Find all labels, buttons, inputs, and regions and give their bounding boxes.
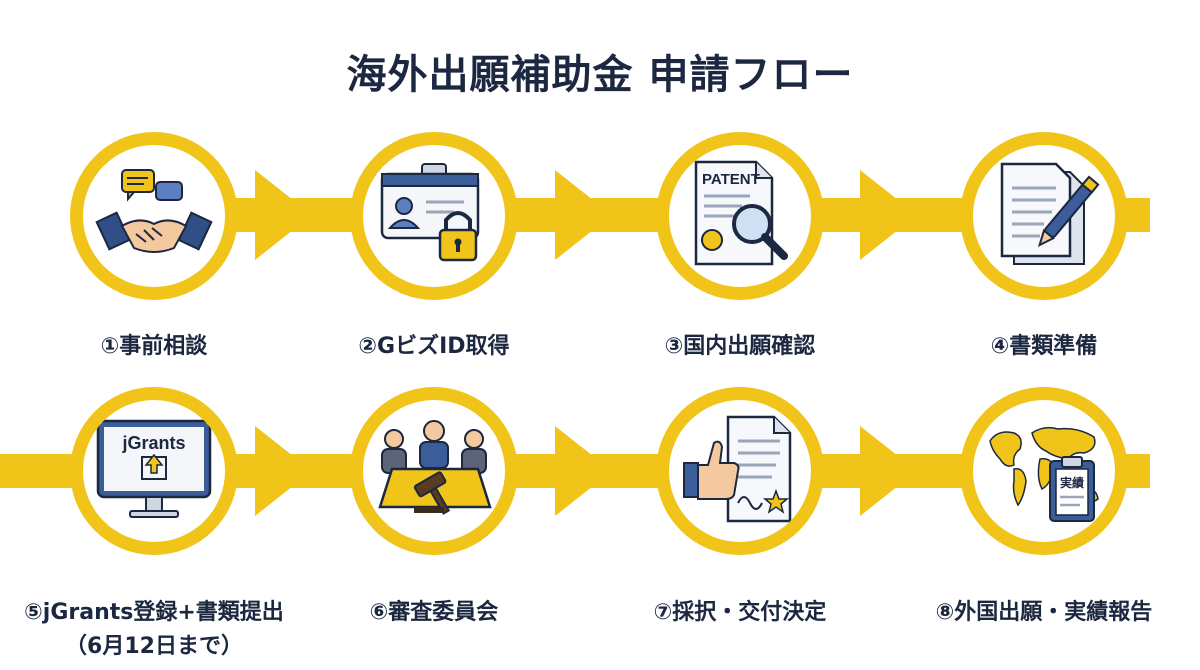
jgrants-icon-text: jGrants bbox=[121, 433, 185, 453]
monitor-upload-icon: jGrants bbox=[96, 419, 212, 518]
step-5-label: ⑤jGrants登録+書類提出 （6月12日まで） bbox=[4, 594, 304, 660]
step-4-circle bbox=[960, 132, 1128, 300]
step-5-deadline: （6月12日まで） bbox=[65, 634, 243, 659]
step-3-circle: PATENT bbox=[656, 132, 824, 300]
step-7-circle bbox=[656, 387, 824, 555]
step-5-circle: jGrants bbox=[70, 387, 238, 555]
step-2-label: ②GビズID取得 bbox=[358, 334, 510, 359]
id-card-lock-icon bbox=[380, 163, 480, 262]
step-1-circle bbox=[70, 132, 238, 300]
step-8-circle: 実績 bbox=[960, 387, 1128, 555]
step-4-label: ④書類準備 bbox=[990, 334, 1098, 359]
step-5-label-main: ⑤jGrants登録+書類提出 bbox=[24, 600, 284, 625]
patent-icon-text: PATENT bbox=[702, 171, 760, 188]
documents-pen-icon bbox=[1000, 162, 1100, 265]
world-map-clipboard-icon: 実績 bbox=[989, 426, 1099, 522]
step-7-label: ⑦採択・交付決定 bbox=[653, 600, 827, 625]
patent-magnifier-icon: PATENT bbox=[694, 160, 788, 266]
handshake-chat-icon bbox=[95, 169, 213, 253]
step-2-circle bbox=[350, 132, 518, 300]
thumbs-up-certificate-icon bbox=[683, 415, 792, 523]
step-8-label: ⑧外国出願・実績報告 bbox=[935, 600, 1153, 625]
record-icon-text: 実績 bbox=[1060, 475, 1084, 490]
page-title: 海外出願補助金 申請フロー bbox=[346, 52, 854, 98]
step-3-label: ③国内出願確認 bbox=[664, 334, 816, 359]
step-6-label: ⑥審査委員会 bbox=[369, 600, 499, 625]
step-6-circle bbox=[350, 387, 518, 555]
committee-gavel-icon bbox=[378, 420, 492, 515]
step-1-label: ①事前相談 bbox=[100, 334, 208, 359]
